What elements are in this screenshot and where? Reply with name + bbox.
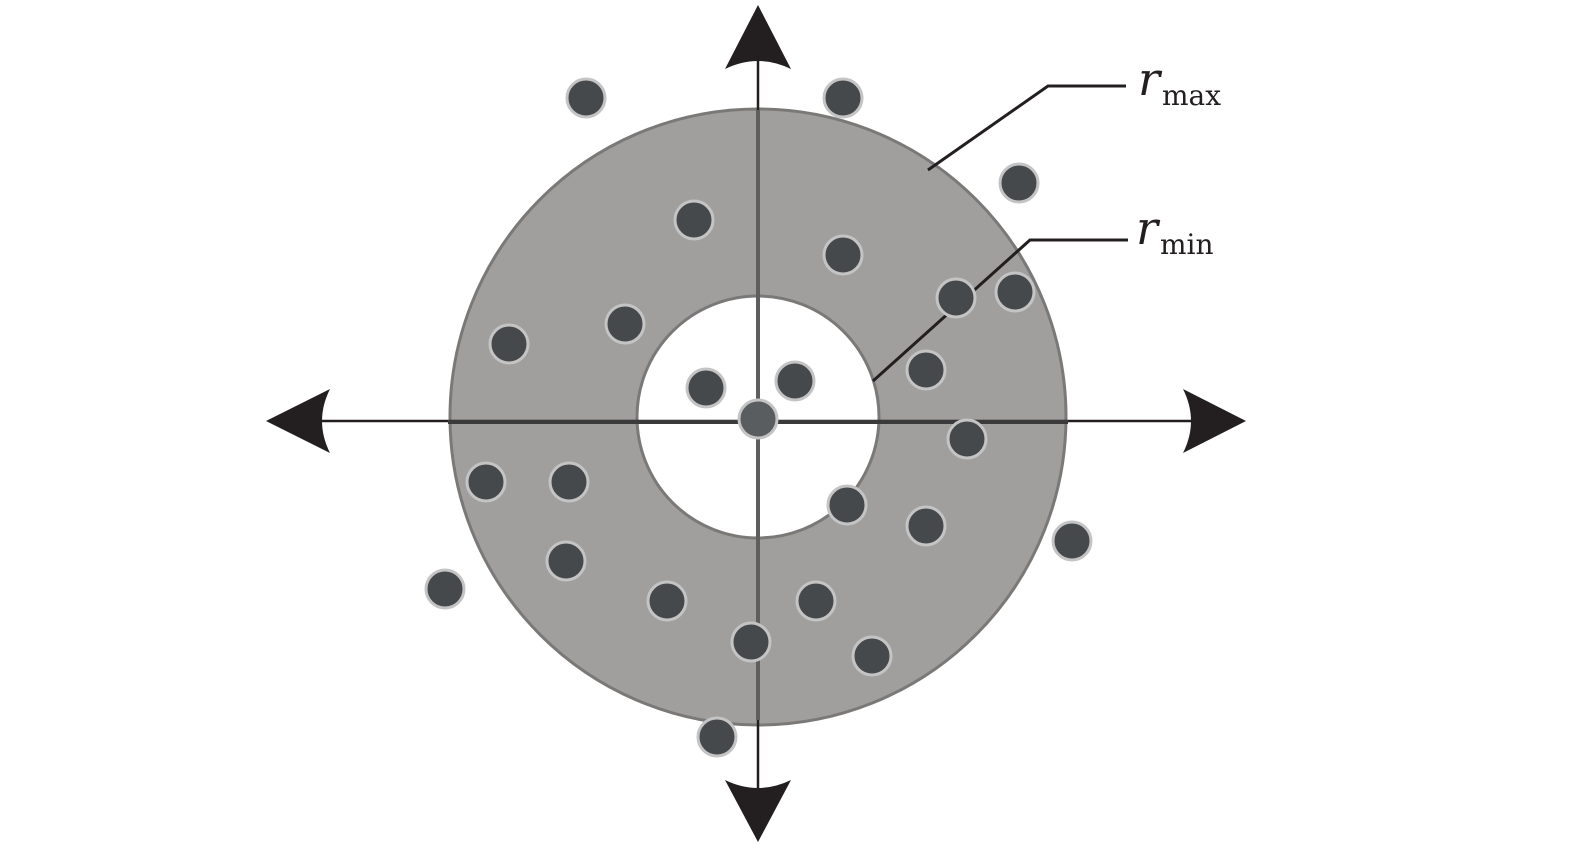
point-in-annulus: [905, 349, 947, 391]
arrowhead-right-icon: [1183, 389, 1246, 453]
point-inside-rmin: [774, 360, 816, 402]
point-in-annulus: [946, 418, 988, 460]
rmin-label: rmin: [1136, 201, 1214, 261]
rmin-label-subscript: min: [1160, 228, 1214, 261]
rmax-leader-line: [927, 84, 1126, 172]
rmax-label-subscript: max: [1162, 79, 1221, 112]
point-outside: [1051, 520, 1093, 562]
arrowhead-down-icon: [725, 780, 791, 842]
point-in-annulus: [488, 323, 530, 365]
point-in-annulus: [545, 540, 587, 582]
rmax-label: rmax: [1138, 52, 1221, 112]
point-in-annulus: [548, 461, 590, 503]
point-inside-rmin: [685, 367, 727, 409]
point-outside: [998, 162, 1040, 204]
point-in-annulus: [851, 635, 893, 677]
point-in-annulus: [994, 271, 1036, 313]
point-outside: [696, 716, 738, 758]
rmax-label-variable: r: [1138, 52, 1163, 106]
point-outside: [822, 77, 864, 119]
arrowhead-up-icon: [725, 5, 791, 69]
point-in-annulus: [604, 303, 646, 345]
rmin-label-variable: r: [1136, 201, 1161, 255]
point-in-annulus: [730, 621, 772, 663]
rmin-leader-line: [871, 238, 1128, 383]
point-in-annulus: [673, 199, 715, 241]
arrowhead-left-icon: [266, 389, 330, 453]
point-in-annulus: [826, 484, 868, 526]
point-outside: [424, 568, 466, 610]
point-in-annulus: [795, 580, 837, 622]
point-in-annulus: [822, 234, 864, 276]
point-in-annulus: [935, 277, 977, 319]
point-outside: [565, 77, 607, 119]
points-group: [424, 77, 1093, 758]
point-center: [737, 398, 779, 440]
point-in-annulus: [465, 461, 507, 503]
point-in-annulus: [646, 580, 688, 622]
point-in-annulus: [905, 505, 947, 547]
